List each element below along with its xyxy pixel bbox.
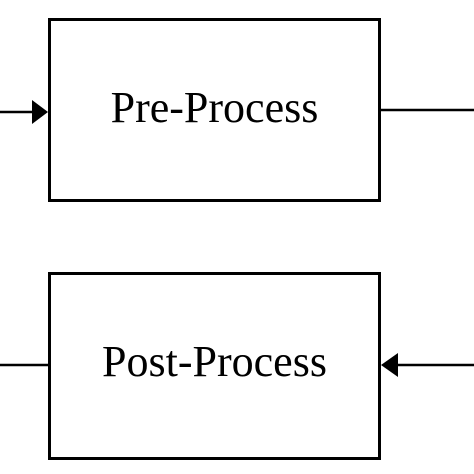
pre-process-box bbox=[48, 18, 381, 202]
post-process-label: Post-Process bbox=[102, 337, 327, 386]
arrowhead-into-pre-process bbox=[32, 100, 48, 124]
post-process-box bbox=[48, 272, 381, 460]
arrowhead-into-post-process bbox=[381, 353, 398, 377]
pre-process-label: Pre-Process bbox=[111, 83, 319, 132]
